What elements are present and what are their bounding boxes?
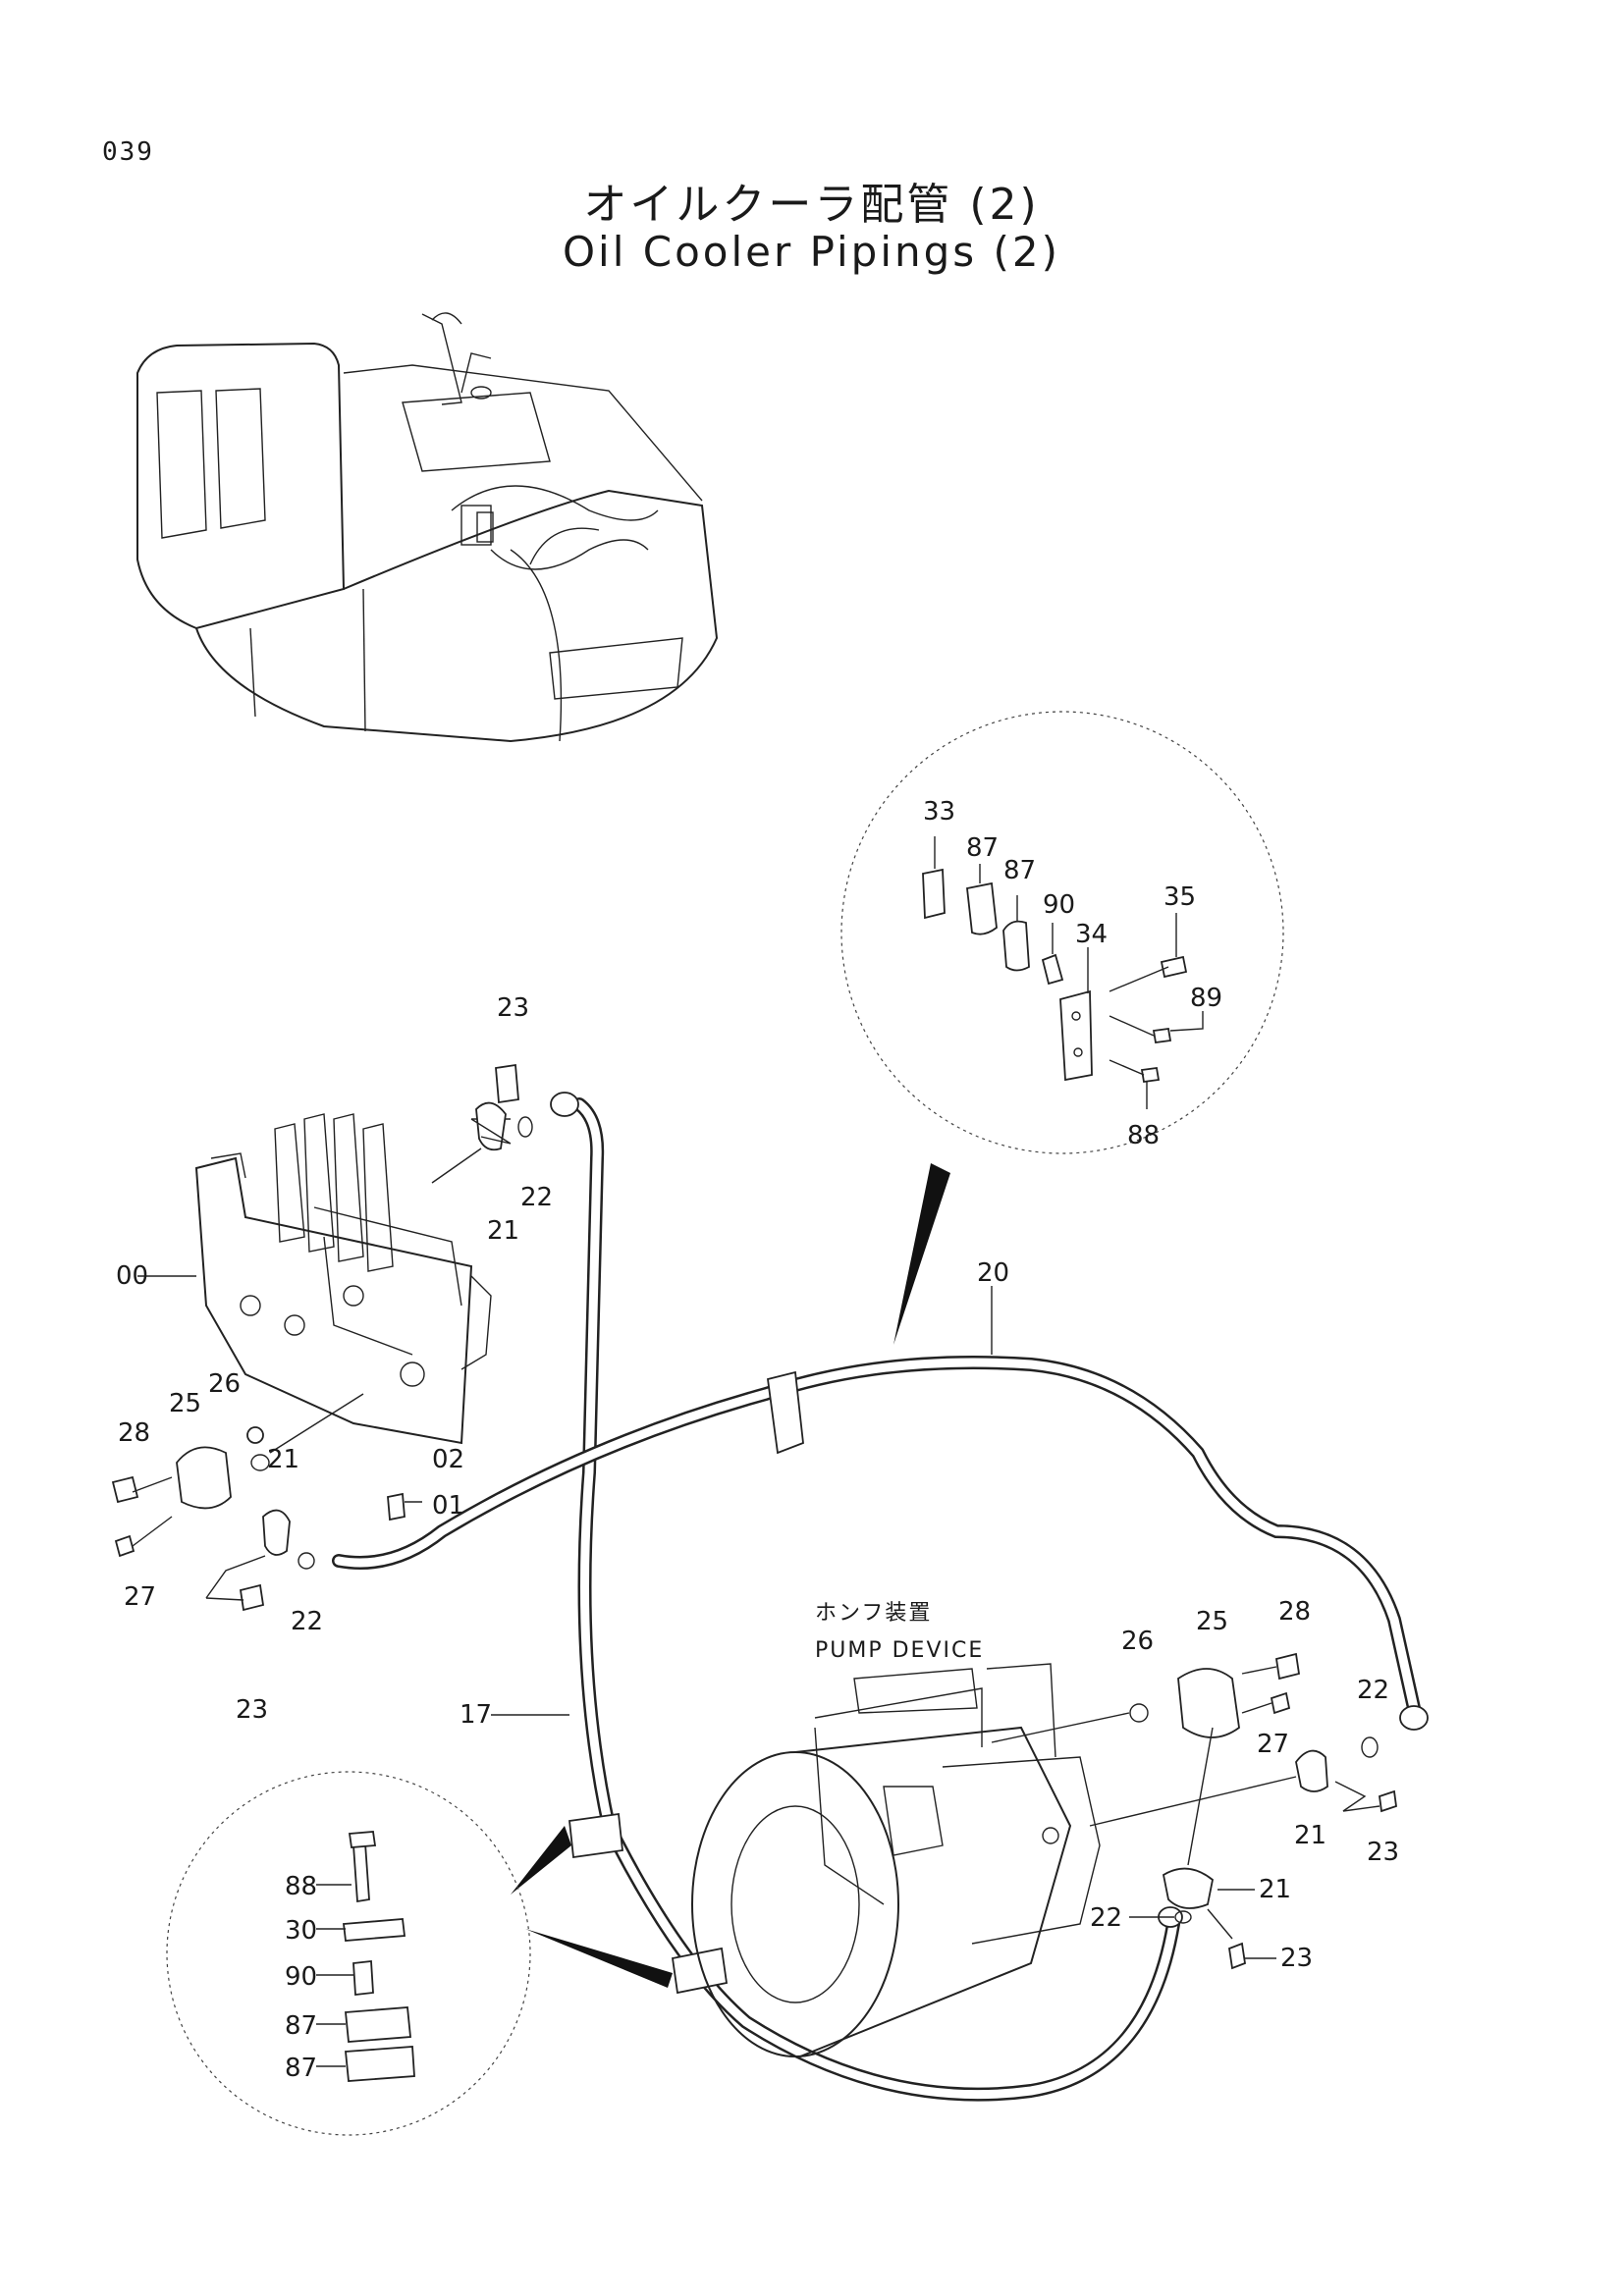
hoses (332, 1092, 1429, 2102)
detail-circle-bottom (166, 1771, 531, 2136)
callout-20: 20 (977, 1258, 1009, 1288)
callout-26: 26 (208, 1369, 241, 1399)
callout-28: 28 (1278, 1597, 1311, 1627)
callout-28: 28 (118, 1418, 150, 1448)
callout-87: 87 (1003, 856, 1036, 885)
callout-88: 88 (285, 1872, 317, 1901)
callout-22: 22 (1357, 1676, 1389, 1705)
page-number: 039 (102, 137, 154, 167)
callouts-top-detail: 33 87 87 90 34 35 89 88 (923, 797, 1222, 1150)
callout-22: 22 (520, 1183, 553, 1212)
callout-33: 33 (923, 797, 955, 827)
callout-23: 23 (497, 993, 529, 1023)
callout-88: 88 (1127, 1121, 1160, 1150)
callout-27: 27 (124, 1582, 156, 1612)
control-valve (137, 1113, 492, 1445)
callout-23: 23 (236, 1695, 268, 1725)
callout-90: 90 (285, 1962, 317, 1992)
callout-87: 87 (285, 2054, 317, 2083)
callout-87: 87 (285, 2011, 317, 2041)
callout-02: 02 (432, 1445, 464, 1474)
callout-34: 34 (1075, 920, 1108, 949)
callout-30: 30 (285, 1916, 317, 1946)
callouts-pump: ホンフ装置 PUMP DEVICE 26 25 28 22 27 21 23 2… (815, 1597, 1399, 1973)
callout-89: 89 (1190, 984, 1222, 1013)
callout-21: 21 (1259, 1875, 1291, 1904)
callout-22: 22 (291, 1607, 323, 1636)
callout-25: 25 (1196, 1607, 1228, 1636)
pump-device (691, 1663, 1101, 2057)
callouts-bottom-detail: 88 30 90 87 87 (285, 1872, 353, 2083)
callout-90: 90 (1043, 890, 1075, 920)
valve-parts (111, 1063, 533, 1612)
callout-23: 23 (1367, 1838, 1399, 1867)
callouts-hoses: 20 17 (460, 1258, 1009, 1730)
excavator-overview (136, 312, 719, 743)
callouts-valve: 23 22 21 00 26 25 28 21 02 01 27 22 23 (116, 993, 553, 1725)
callout-26: 26 (1121, 1627, 1154, 1656)
title-english: Oil Cooler Pipings (2) (563, 228, 1060, 276)
callout-87: 87 (966, 833, 999, 863)
detail-circle-top (840, 711, 1284, 1345)
callout-22: 22 (1090, 1903, 1122, 1933)
pump-device-label-ja: ホンフ装置 (815, 1601, 932, 1626)
callout-23: 23 (1280, 1944, 1313, 1973)
callout-25: 25 (169, 1389, 201, 1418)
pump-device-label-en: PUMP DEVICE (815, 1638, 984, 1663)
callout-21: 21 (267, 1445, 299, 1474)
callout-35: 35 (1163, 882, 1196, 912)
callout-21: 21 (487, 1216, 519, 1246)
callout-21: 21 (1294, 1821, 1326, 1850)
title-japanese: オイルクーラ配管 (2) (583, 180, 1040, 230)
callout-17: 17 (460, 1700, 492, 1730)
pump-parts (991, 1652, 1397, 1970)
callout-00: 00 (116, 1261, 148, 1291)
callout-27: 27 (1257, 1730, 1289, 1759)
